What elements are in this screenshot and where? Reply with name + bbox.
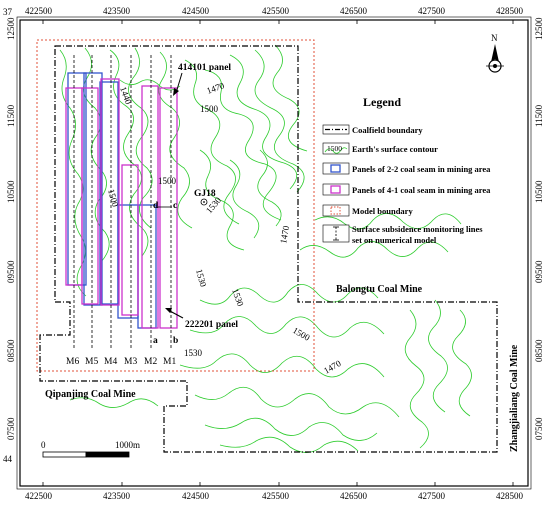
borehole-icon [200,198,208,206]
panel-414101-arrow [175,72,183,94]
x-tick-top: 425500 [262,6,290,16]
panel-4-1 [100,78,120,306]
m1-label: M1 [163,357,176,367]
north-arrow-icon: N [486,33,504,73]
map-frame-outer [16,16,532,490]
panel-4-1 [81,87,99,305]
m5-label: M5 [85,357,98,367]
scale-bar: 0 1000m [41,440,140,458]
balongtu-mine-label: Balongtu Coal Mine [336,284,423,295]
legend-title: Legend [363,95,401,109]
contour-label: 1530 [194,268,208,288]
monitoring-lines [73,55,172,350]
y-tick-left: 11500 [6,104,16,127]
scale-start: 0 [41,440,46,450]
y-tick-right: 12500 [534,17,544,40]
x-tick-top: 428500 [496,6,524,16]
m2-label: M2 [144,357,157,367]
legend-item-label: Model boundary [352,206,413,216]
legend-panel-4-1-symbol [330,185,341,194]
contour-label: 1500 [106,188,120,208]
panel-2-2 [83,72,103,306]
contour-label: 1500 [158,176,177,186]
panel-414101-label: 414101 panel [178,63,231,73]
panel-222201-label: 222201 panel [185,320,238,330]
map-frame [19,19,529,487]
y-tick-left: 08500 [6,339,16,362]
panel-2-2 [99,81,119,305]
legend-panel-2-2-symbol [330,164,341,173]
scale-end: 1000m [115,440,140,450]
corner-top-label: 37 [3,7,13,17]
contour-label: 1530 [184,348,203,358]
point-d: d [153,201,159,211]
m4-label: M4 [104,357,117,367]
x-tick-bottom: 427500 [418,491,446,501]
north-label: N [491,33,498,43]
point-a: a [153,336,158,346]
top-x-ticks: 422500 423500 424500 425500 426500 42750… [25,6,524,16]
y-tick-right: 10500 [534,180,544,203]
y-tick-left: 07500 [6,417,16,440]
coalfield-boundary [39,45,498,453]
m3-label: M3 [124,357,137,367]
x-tick-bottom: 428500 [496,491,524,501]
contour-label: 1500 [200,104,219,114]
x-tick-bottom: 424500 [182,491,210,501]
y-tick-right: 07500 [534,417,544,440]
y-tick-left: 09500 [6,260,16,283]
borehole-label: GJ18 [194,189,216,199]
monitoring-line-labels: M6 M5 M4 M3 M2 M1 [66,357,176,367]
panel-4-1 [121,164,139,316]
point-c: c [173,201,177,211]
x-tick-bottom: 426500 [340,491,368,501]
legend-model-boundary-symbol [330,206,341,215]
contour-label: 1470 [278,224,291,244]
x-tick-top: 422500 [25,6,53,16]
legend-item-label: Panels of 2-2 coal seam in mining area [352,164,491,174]
y-tick-left: 12500 [6,17,16,40]
x-tick-top: 427500 [418,6,446,16]
legend-contour-symbol [324,147,348,154]
y-tick-right: 11500 [534,104,544,127]
x-tick-top: 423500 [103,6,131,16]
x-tick-top: 426500 [340,6,368,16]
arrow-head-icon [173,88,179,96]
legend-item-label: Surface subsidence monitoring lines [352,224,483,234]
borehole-dot [203,201,205,203]
zhangjialiang-mine-label: Zhangjialiang Coal Mine [509,344,520,452]
x-tick-bottom: 423500 [103,491,131,501]
panel-4-1 [159,87,178,329]
arrow-head-icon [165,308,172,313]
y-tick-left: 10500 [6,180,16,203]
point-b: b [173,336,178,346]
y-tick-right: 09500 [534,260,544,283]
legend-item-label: Coalfield boundary [352,125,423,135]
legend-item-label: Earth's surface contour [352,144,438,154]
right-y-ticks: 12500 11500 10500 09500 08500 07500 [534,17,544,440]
x-tick-marks [42,20,514,486]
bottom-x-ticks: 422500 423500 424500 425500 426500 42750… [25,491,524,501]
m6-label: M6 [66,357,79,367]
x-tick-top: 424500 [182,6,210,16]
legend: Legend Coalfield boundary 1500 Earth's s… [322,95,491,245]
legend-item-label: set on numerical model [352,235,437,245]
qipanjing-mine-label: Qipanjing Coal Mine [45,389,136,400]
corner-bottom-label: 44 [3,454,13,464]
legend-contour-sample: 1500 [327,144,342,153]
x-tick-bottom: 422500 [25,491,53,501]
legend-item-label: Panels of 4-1 coal seam in mining area [352,185,491,195]
left-y-ticks: 12500 11500 10500 09500 08500 07500 [6,17,16,440]
y-tick-right: 08500 [534,339,544,362]
x-tick-bottom: 425500 [262,491,290,501]
